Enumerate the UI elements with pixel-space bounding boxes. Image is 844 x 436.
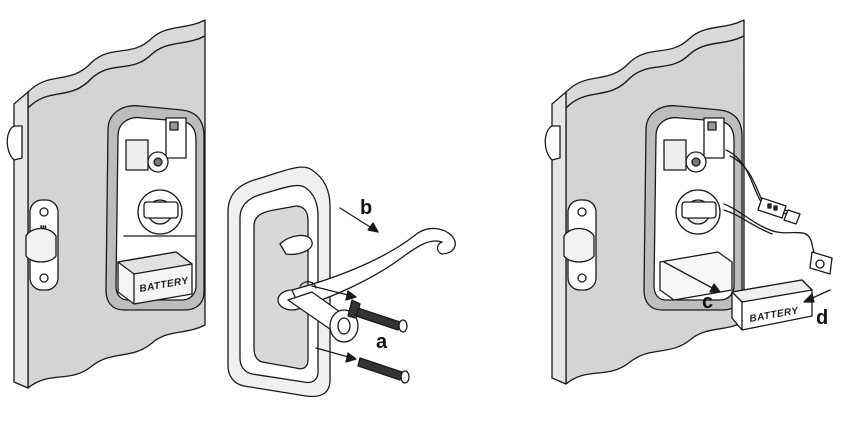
right-battery: BATTERY (731, 279, 813, 331)
callout-c: c (702, 291, 713, 313)
left-battery: BATTERY (117, 251, 193, 305)
right-rear-knob (544, 125, 561, 161)
left-arrows (311, 207, 379, 363)
left-escutcheon (227, 166, 331, 398)
left-rear-knob (6, 125, 23, 161)
svg-text:▮▮▮: ▮▮▮ (40, 224, 47, 229)
left-figure: ▮▮▮ BATTERY (6, 19, 456, 398)
callout-a: a (376, 331, 388, 353)
left-screws (347, 299, 410, 384)
right-arrows (663, 261, 831, 303)
left-latch-plate: ▮▮▮ (25, 199, 59, 291)
right-connectors (757, 197, 833, 275)
callout-b: b (360, 197, 372, 219)
callout-d: d (816, 307, 828, 329)
right-latch-plate (563, 199, 597, 291)
right-lock-chassis (643, 105, 743, 311)
right-figure: BATTERY c d (544, 19, 833, 385)
left-lever-handle (287, 227, 456, 343)
